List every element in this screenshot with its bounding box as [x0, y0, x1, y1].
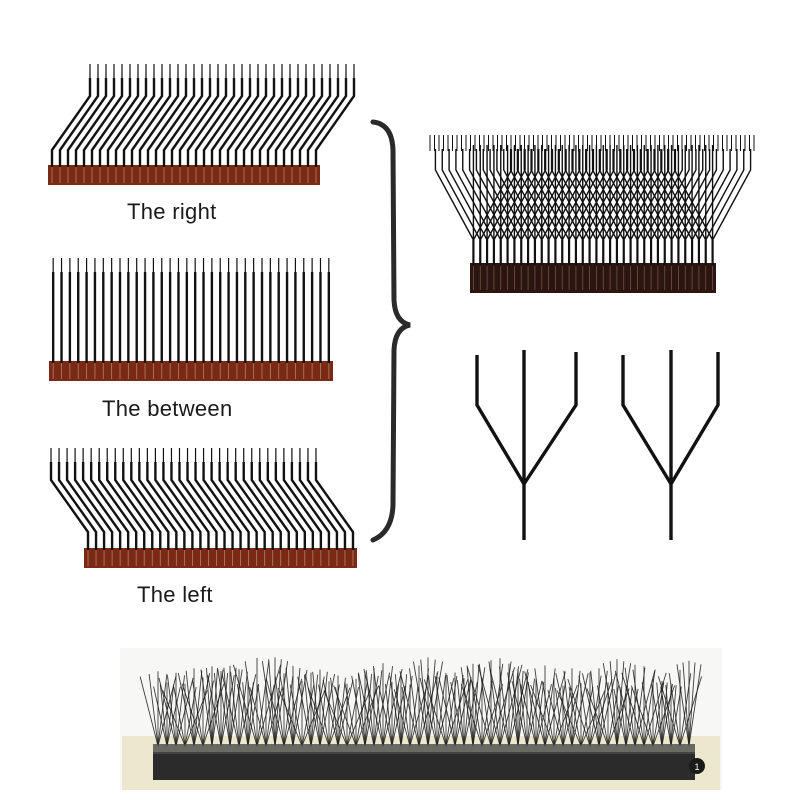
tray-number-label: 1	[694, 762, 699, 772]
left-fan-icon	[49, 448, 357, 568]
tray-strip	[153, 752, 695, 780]
tray-number-tag	[689, 758, 705, 774]
straight-fan-icon	[49, 258, 333, 381]
y-lash-icon	[621, 350, 720, 540]
lash-tray-photo: 1	[120, 648, 722, 790]
y-lash-icon	[475, 350, 578, 540]
label-the-left: The left	[137, 582, 213, 607]
label-the-between: The between	[102, 396, 233, 421]
merged-fan-icon	[429, 135, 755, 293]
label-the-right: The right	[127, 199, 217, 224]
right-fan-icon	[48, 64, 356, 185]
tray-lash-clusters	[139, 657, 703, 747]
curly-bracket	[370, 119, 411, 543]
